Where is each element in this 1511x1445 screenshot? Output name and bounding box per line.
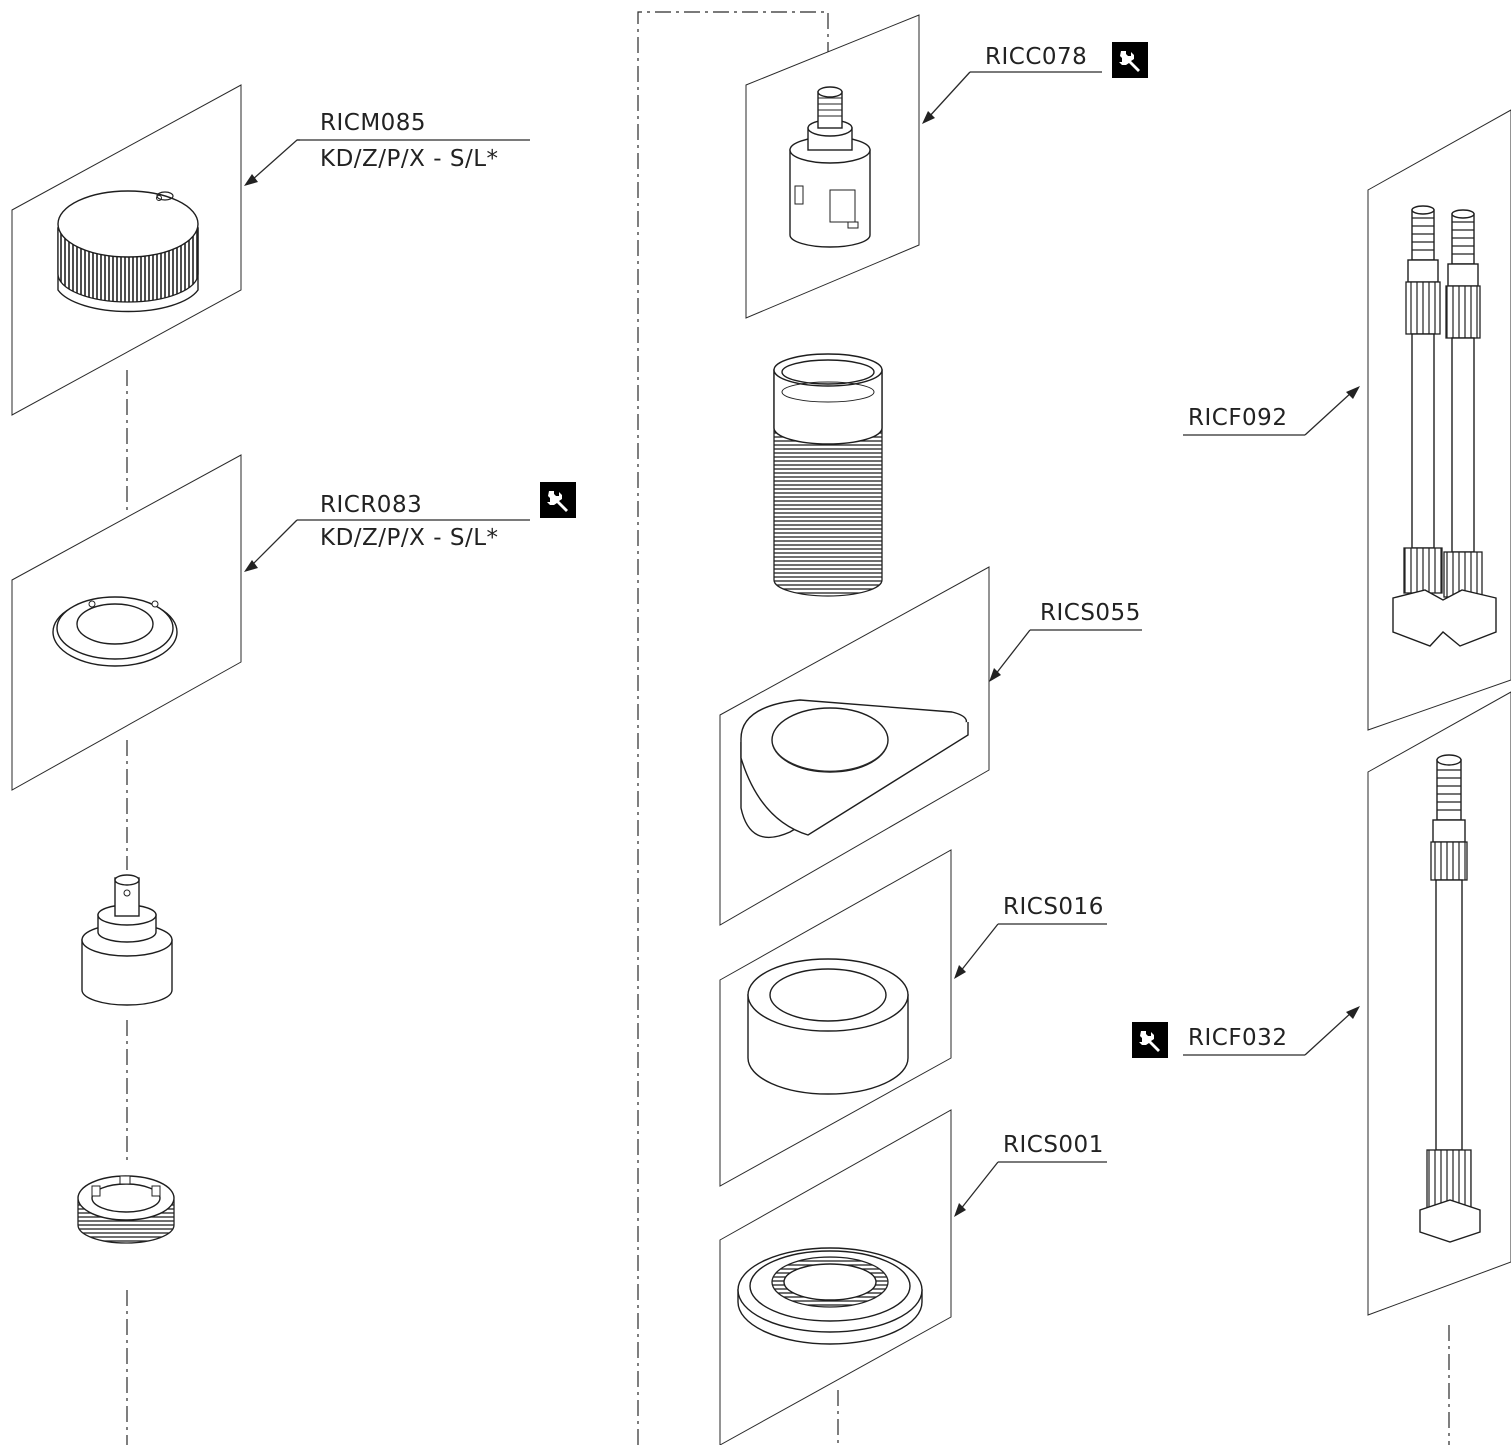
plate-part bbox=[740, 699, 969, 839]
label-ricm085-code: RICM085 bbox=[320, 110, 426, 136]
label-rics055-code: RICS055 bbox=[1040, 600, 1141, 626]
panel-ricc078: RICC078 bbox=[745, 14, 1148, 319]
panel-rics016: RICS016 bbox=[719, 849, 1107, 1187]
label-ricr083-code: RICR083 bbox=[320, 492, 422, 518]
wrench-icon bbox=[540, 482, 576, 518]
label-ricm085-variant: KD/Z/P/X - S/L* bbox=[320, 146, 499, 172]
panel-ricf032: RICF032 bbox=[1132, 691, 1511, 1316]
leader-arrowhead bbox=[244, 560, 258, 572]
leader-arrowhead bbox=[1346, 1006, 1360, 1019]
leader-arrowhead bbox=[954, 1203, 966, 1217]
ring-part bbox=[52, 596, 178, 667]
label-ricf092-code: RICF092 bbox=[1188, 405, 1287, 431]
panel-rics001: RICS001 bbox=[719, 1109, 1107, 1445]
threaded-sleeve-part bbox=[773, 353, 883, 597]
knob-part bbox=[57, 190, 199, 313]
panel-ricr083: RICR083 KD/Z/P/X - S/L* bbox=[11, 454, 576, 791]
label-ricf032-code: RICF032 bbox=[1188, 1025, 1287, 1051]
flange-nut-part bbox=[737, 1247, 923, 1345]
leader-arrowhead bbox=[244, 174, 258, 186]
leader-arrowhead bbox=[1346, 386, 1360, 399]
label-rics016-code: RICS016 bbox=[1003, 894, 1104, 920]
panel-rics055: RICS055 bbox=[719, 566, 1142, 926]
label-rics001-code: RICS001 bbox=[1003, 1132, 1104, 1158]
panel-ricm085: RICM085 KD/Z/P/X - S/L* bbox=[11, 84, 530, 416]
leader-arrowhead bbox=[989, 668, 1001, 682]
panel-ricf092: RICF092 bbox=[1183, 109, 1511, 731]
middle-axis-lines bbox=[637, 11, 839, 1445]
leader-arrowhead bbox=[954, 965, 966, 979]
wrench-icon bbox=[1112, 42, 1148, 78]
leader-arrowhead bbox=[922, 111, 935, 124]
cartridge-part bbox=[789, 86, 871, 248]
twin-hose-part bbox=[1392, 205, 1497, 647]
locknut-part bbox=[77, 1175, 175, 1244]
single-hose-part bbox=[1419, 754, 1481, 1243]
spindle-part bbox=[81, 874, 173, 1006]
wrench-icon bbox=[1132, 1022, 1168, 1058]
label-ricr083-variant: KD/Z/P/X - S/L* bbox=[320, 525, 499, 551]
label-ricc078-code: RICC078 bbox=[985, 44, 1087, 70]
bushing-part bbox=[747, 958, 909, 1095]
